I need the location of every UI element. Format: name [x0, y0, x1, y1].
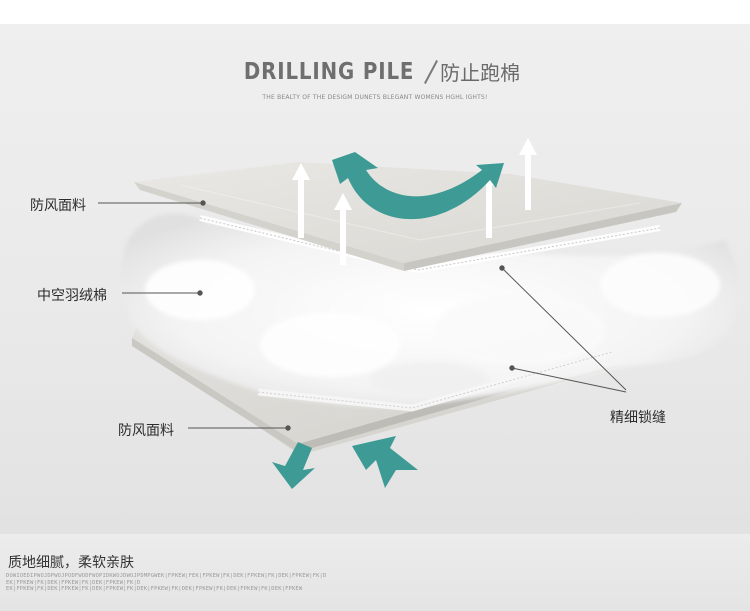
footer-filler-line: DOWIOEDIPWOJDPWOJPODFWODFWOPIDKWOJDWOJPD… [6, 573, 416, 580]
footer-banner: 质地细腻，柔软亲肤 DOWIOEDIPWOJDPWOJPODFWODFWOPID… [0, 534, 750, 611]
label-lock-stitch: 精细锁缝 [610, 407, 666, 427]
footer-filler-line: EK|FPKEW|FK|DEK|FPKEW|FK|DEK|FPKEW|FK|D [6, 580, 416, 587]
label-bottom-fabric: 防风面料 [118, 420, 174, 440]
label-hollow-cotton: 中空羽绒棉 [37, 285, 107, 305]
footer-filler-line: EK|FPKEW|FK|DEK|FPKEW|FK|DEK|FPKEW|FK|DE… [6, 586, 416, 593]
label-top-fabric: 防风面料 [30, 195, 86, 215]
footer-title: 质地细腻，柔软亲肤 [8, 552, 134, 572]
footer-filler-text: DOWIOEDIPWOJDPWOJPODFWODFWOPIDKWOJDWOJPD… [6, 573, 416, 593]
